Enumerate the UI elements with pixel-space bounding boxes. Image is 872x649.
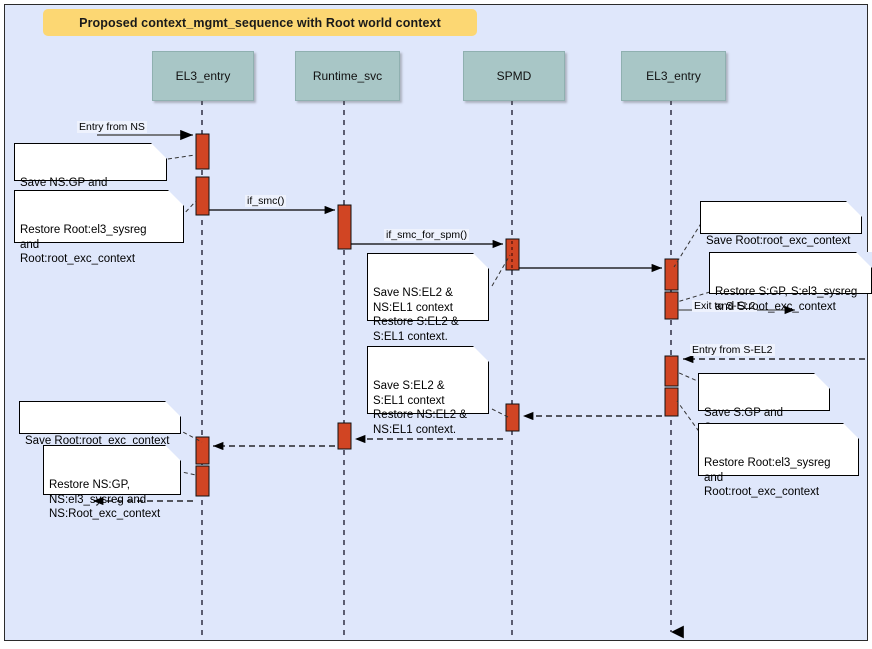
message-label-if-smc: if_smc() bbox=[245, 195, 287, 207]
note-fold-icon bbox=[165, 401, 181, 417]
participant-el3-entry-right[interactable]: EL3_entry bbox=[621, 51, 726, 101]
message-label-entry-from-s-el2: Entry from S-EL2 bbox=[690, 344, 775, 356]
participant-el3-entry-left[interactable]: EL3_entry bbox=[152, 51, 254, 101]
activation-bars bbox=[195, 133, 679, 497]
note-restore-s-gp: Restore S:GP, S:el3_sysreg and S:root_ex… bbox=[709, 252, 872, 313]
note-fold-icon bbox=[473, 346, 489, 362]
note-fold-icon bbox=[168, 190, 184, 206]
note-text: Restore NS:GP, NS:el3_sysreg and NS:Root… bbox=[49, 479, 161, 520]
note-text: Restore S:GP, S:el3_sysreg and S:root_ex… bbox=[715, 286, 858, 313]
note-text: Restore Root:el3_sysreg and Root:root_ex… bbox=[704, 457, 831, 498]
return-messages bbox=[93, 354, 865, 506]
sequence-diagram-svg bbox=[93, 100, 865, 639]
note-restore-root-el3-sysreg-left: Restore Root:el3_sysreg and Root:root_ex… bbox=[14, 190, 184, 265]
note-text: Save Root:root_exc_context bbox=[706, 235, 851, 247]
note-save-s-gp: Save S:GP and S:root_exc_context bbox=[698, 373, 830, 434]
note-save-ns-gp: Save NS:GP and NS:Root_exc_context bbox=[14, 143, 167, 204]
note-save-ns-el2: Save NS:EL2 & NS:EL1 context Restore S:E… bbox=[367, 253, 489, 343]
note-fold-icon bbox=[473, 253, 489, 269]
participant-label: Runtime_svc bbox=[312, 69, 383, 83]
note-fold-icon bbox=[814, 373, 830, 389]
note-fold-icon bbox=[151, 143, 167, 159]
note-fold-icon bbox=[856, 252, 872, 268]
note-save-root-exc-context-left: Save Root:root_exc_context bbox=[19, 401, 181, 447]
participant-label: EL3_entry bbox=[646, 69, 701, 83]
diagram-canvas: Proposed context_mgmt_sequence with Root… bbox=[4, 4, 872, 641]
note-text: Save NS:EL2 & NS:EL1 context Restore S:E… bbox=[373, 287, 459, 343]
note-text: Save S:EL2 & S:EL1 context Restore NS:EL… bbox=[373, 380, 467, 436]
note-save-root-exc-context-right: Save Root:root_exc_context bbox=[700, 201, 862, 247]
note-save-s-el2: Save S:EL2 & S:EL1 context Restore NS:EL… bbox=[367, 346, 489, 436]
note-fold-icon bbox=[165, 445, 181, 461]
note-text: Save Root:root_exc_context bbox=[25, 435, 170, 447]
participant-runtime-svc[interactable]: Runtime_svc bbox=[295, 51, 400, 101]
lifelines bbox=[201, 100, 684, 639]
participant-label: EL3_entry bbox=[175, 69, 231, 83]
participant-label: SPMD bbox=[496, 69, 532, 83]
message-label-if-smc-for-spm: if_smc_for_spm() bbox=[384, 229, 470, 241]
note-fold-icon bbox=[843, 423, 859, 439]
message-label-entry-from-ns: Entry from NS bbox=[77, 121, 147, 133]
diagram-title-banner: Proposed context_mgmt_sequence with Root… bbox=[43, 9, 477, 36]
diagram-title: Proposed context_mgmt_sequence with Root… bbox=[79, 15, 441, 30]
note-restore-ns-gp: Restore NS:GP, NS:el3_sysreg and NS:Root… bbox=[43, 445, 181, 520]
note-fold-icon bbox=[846, 201, 862, 217]
note-restore-root-el3-sysreg-right: Restore Root:el3_sysreg and Root:root_ex… bbox=[698, 423, 859, 498]
participant-spmd[interactable]: SPMD bbox=[463, 51, 565, 101]
note-text: Restore Root:el3_sysreg and Root:root_ex… bbox=[20, 224, 147, 265]
message-label-exit-to-s-el2: Exit to S-EL2 bbox=[692, 300, 758, 312]
